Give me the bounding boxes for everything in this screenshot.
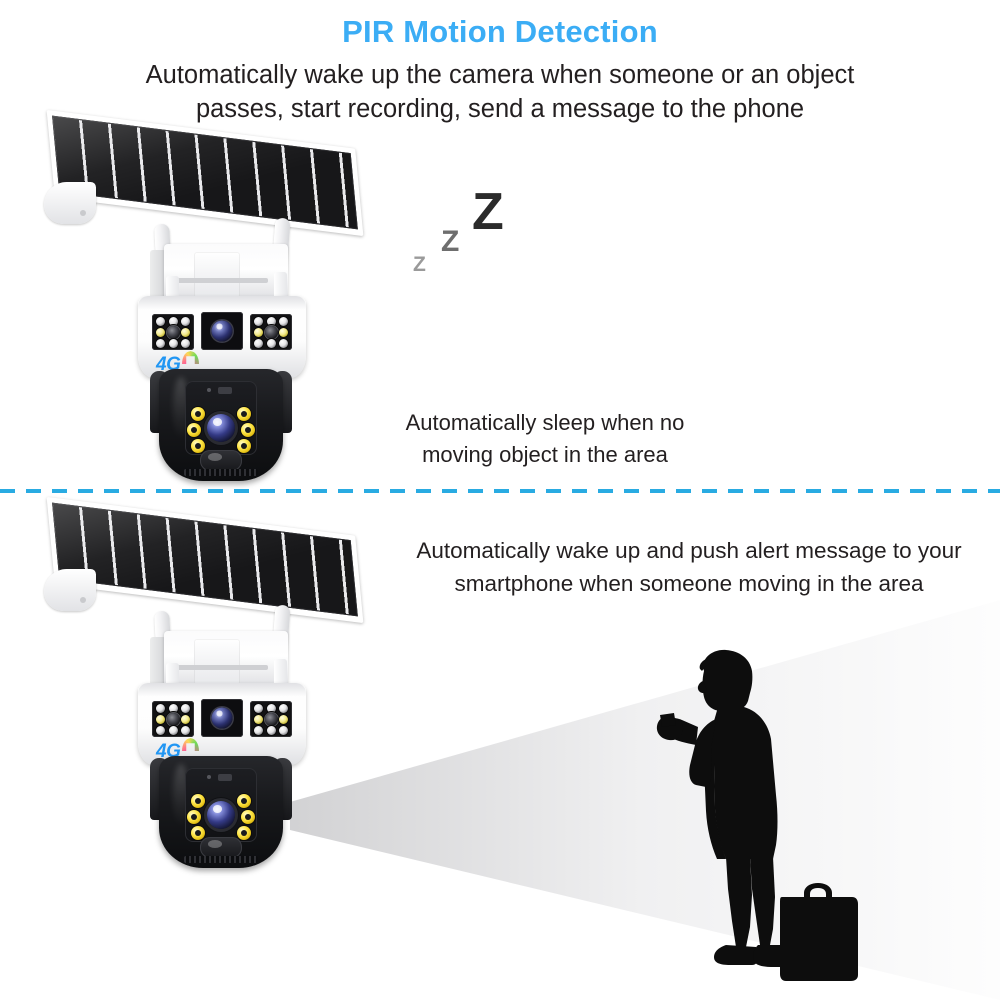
ptz-dome [150, 369, 292, 487]
section-divider [0, 489, 1000, 493]
sleep-caption: Automatically sleep when no moving objec… [405, 410, 685, 467]
upper-lens [201, 699, 243, 737]
speaker-grille [184, 469, 258, 476]
solar-panel-bracket [44, 182, 96, 224]
camera-head: 4G [138, 683, 306, 765]
camera-head: 4G [138, 296, 306, 378]
microphone-icon [207, 775, 211, 779]
person-silhouette [656, 649, 858, 981]
ir-led-panel-right [250, 701, 292, 737]
alert-caption: Automatically wake up and push alert mes… [416, 538, 962, 596]
camera-rig-bottom: 4G [42, 496, 422, 913]
ptz-lens [207, 801, 235, 829]
camera-rig-top: 4G [42, 109, 422, 526]
brand-logo-arc-icon [182, 351, 199, 364]
ir-sensor-badge [218, 387, 232, 394]
ir-led-panel-left [152, 314, 194, 350]
mount-bracket [150, 631, 292, 693]
speaker-grille [184, 856, 258, 863]
sleep-z-large: Z [472, 183, 504, 241]
ir-sensor-badge [218, 774, 232, 781]
ir-illuminator-window [200, 450, 242, 471]
ptz-lens [207, 414, 235, 442]
ir-illuminator-window [200, 837, 242, 858]
page-title: PIR Motion Detection [342, 14, 658, 49]
page-subtitle: Automatically wake up the camera when so… [145, 61, 855, 123]
ir-led-panel-right [250, 314, 292, 350]
sleep-z-medium: Z [441, 225, 460, 258]
microphone-icon [207, 388, 211, 392]
solar-panel [42, 109, 382, 251]
brand-logo-arc-icon [182, 738, 199, 751]
mount-bracket [150, 244, 292, 306]
solar-panel-bracket [44, 569, 96, 611]
sleep-z-small: Z [413, 253, 426, 276]
solar-panel [42, 496, 382, 638]
ptz-dome [150, 756, 292, 874]
ir-led-panel-left [152, 701, 194, 737]
upper-lens [201, 312, 243, 350]
